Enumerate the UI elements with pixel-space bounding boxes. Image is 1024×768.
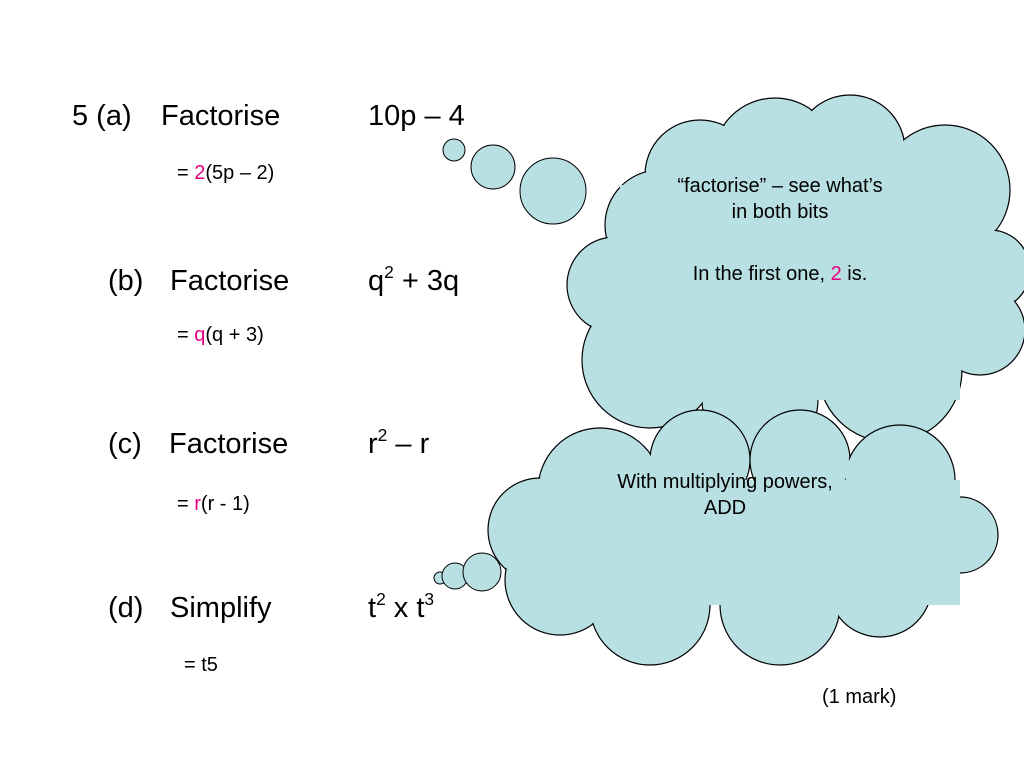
question-d-expr-a-sup: 2 <box>376 588 386 609</box>
cloud2-line1: With multiplying powers, <box>617 471 833 493</box>
question-b-expression: q2 + 3q <box>368 263 460 297</box>
cloud1-line2: in both bits <box>731 201 829 223</box>
answer-a-factor: 2 <box>194 162 206 184</box>
cloud2-bubble-large <box>462 552 502 592</box>
question-a-expression: 10p – 4 <box>368 100 465 132</box>
cloud1-bubble-small <box>442 138 466 162</box>
answer-a: = 2(5p – 2) <box>177 163 274 183</box>
answer-a-rest: (5p – 2) <box>205 162 275 184</box>
answer-c-factor: r <box>194 493 201 515</box>
question-c-number: (c) <box>108 428 142 460</box>
question-c-expr-a: r <box>368 428 378 460</box>
mark-label: (1 mark) <box>822 686 897 708</box>
question-d-expression: t2 x t3 <box>368 590 434 624</box>
cloud2-text: With multiplying powers, ADD <box>570 469 880 521</box>
question-d-expr-b: x t <box>385 592 425 624</box>
cloud2-line2: ADD <box>703 497 747 519</box>
cloud1-line3-pre: In the first one, <box>692 263 831 285</box>
question-a-number: 5 (a) <box>72 100 132 132</box>
question-b-expr-a-sup: 2 <box>384 261 394 282</box>
question-b-number: (b) <box>108 265 144 297</box>
answer-c-eq: = <box>177 493 189 515</box>
question-c-expression: r2 – r <box>368 426 430 460</box>
question-c-expr-a-sup: 2 <box>377 424 388 445</box>
answer-a-eq: = <box>177 162 189 184</box>
question-b-expr-a: q <box>368 265 385 297</box>
question-c-expr-b: – r <box>387 428 430 460</box>
cloud1-bubble-large <box>519 157 587 225</box>
answer-c: = r(r - 1) <box>177 494 250 514</box>
question-b-expr-b: + 3q <box>393 265 460 297</box>
answer-b-factor: q <box>194 324 206 346</box>
question-d-expr-b-sup: 3 <box>424 588 435 609</box>
cloud1-bubble-medium <box>470 144 516 190</box>
question-b-verb: Factorise <box>170 265 290 297</box>
cloud1-line3-post: is. <box>841 263 868 285</box>
question-d-expr-a: t <box>368 592 377 624</box>
question-d-number: (d) <box>108 592 144 624</box>
answer-c-rest: (r - 1) <box>200 493 250 515</box>
question-d-verb: Simplify <box>170 592 272 624</box>
answer-b-eq: = <box>177 324 189 346</box>
answer-b: = q(q + 3) <box>177 325 264 345</box>
answer-b-rest: (q + 3) <box>205 324 264 346</box>
question-c-verb: Factorise <box>169 428 289 460</box>
answer-d: = t5 <box>184 654 218 676</box>
cloud1-line3: In the first one, 2 is. <box>625 261 935 287</box>
cloud1-line1: “factorise” – see what’s <box>677 175 883 197</box>
cloud1-text: “factorise” – see what’s in both bits In… <box>625 173 935 287</box>
question-a-verb: Factorise <box>161 100 281 132</box>
cloud1-line3-highlight: 2 <box>830 263 842 285</box>
